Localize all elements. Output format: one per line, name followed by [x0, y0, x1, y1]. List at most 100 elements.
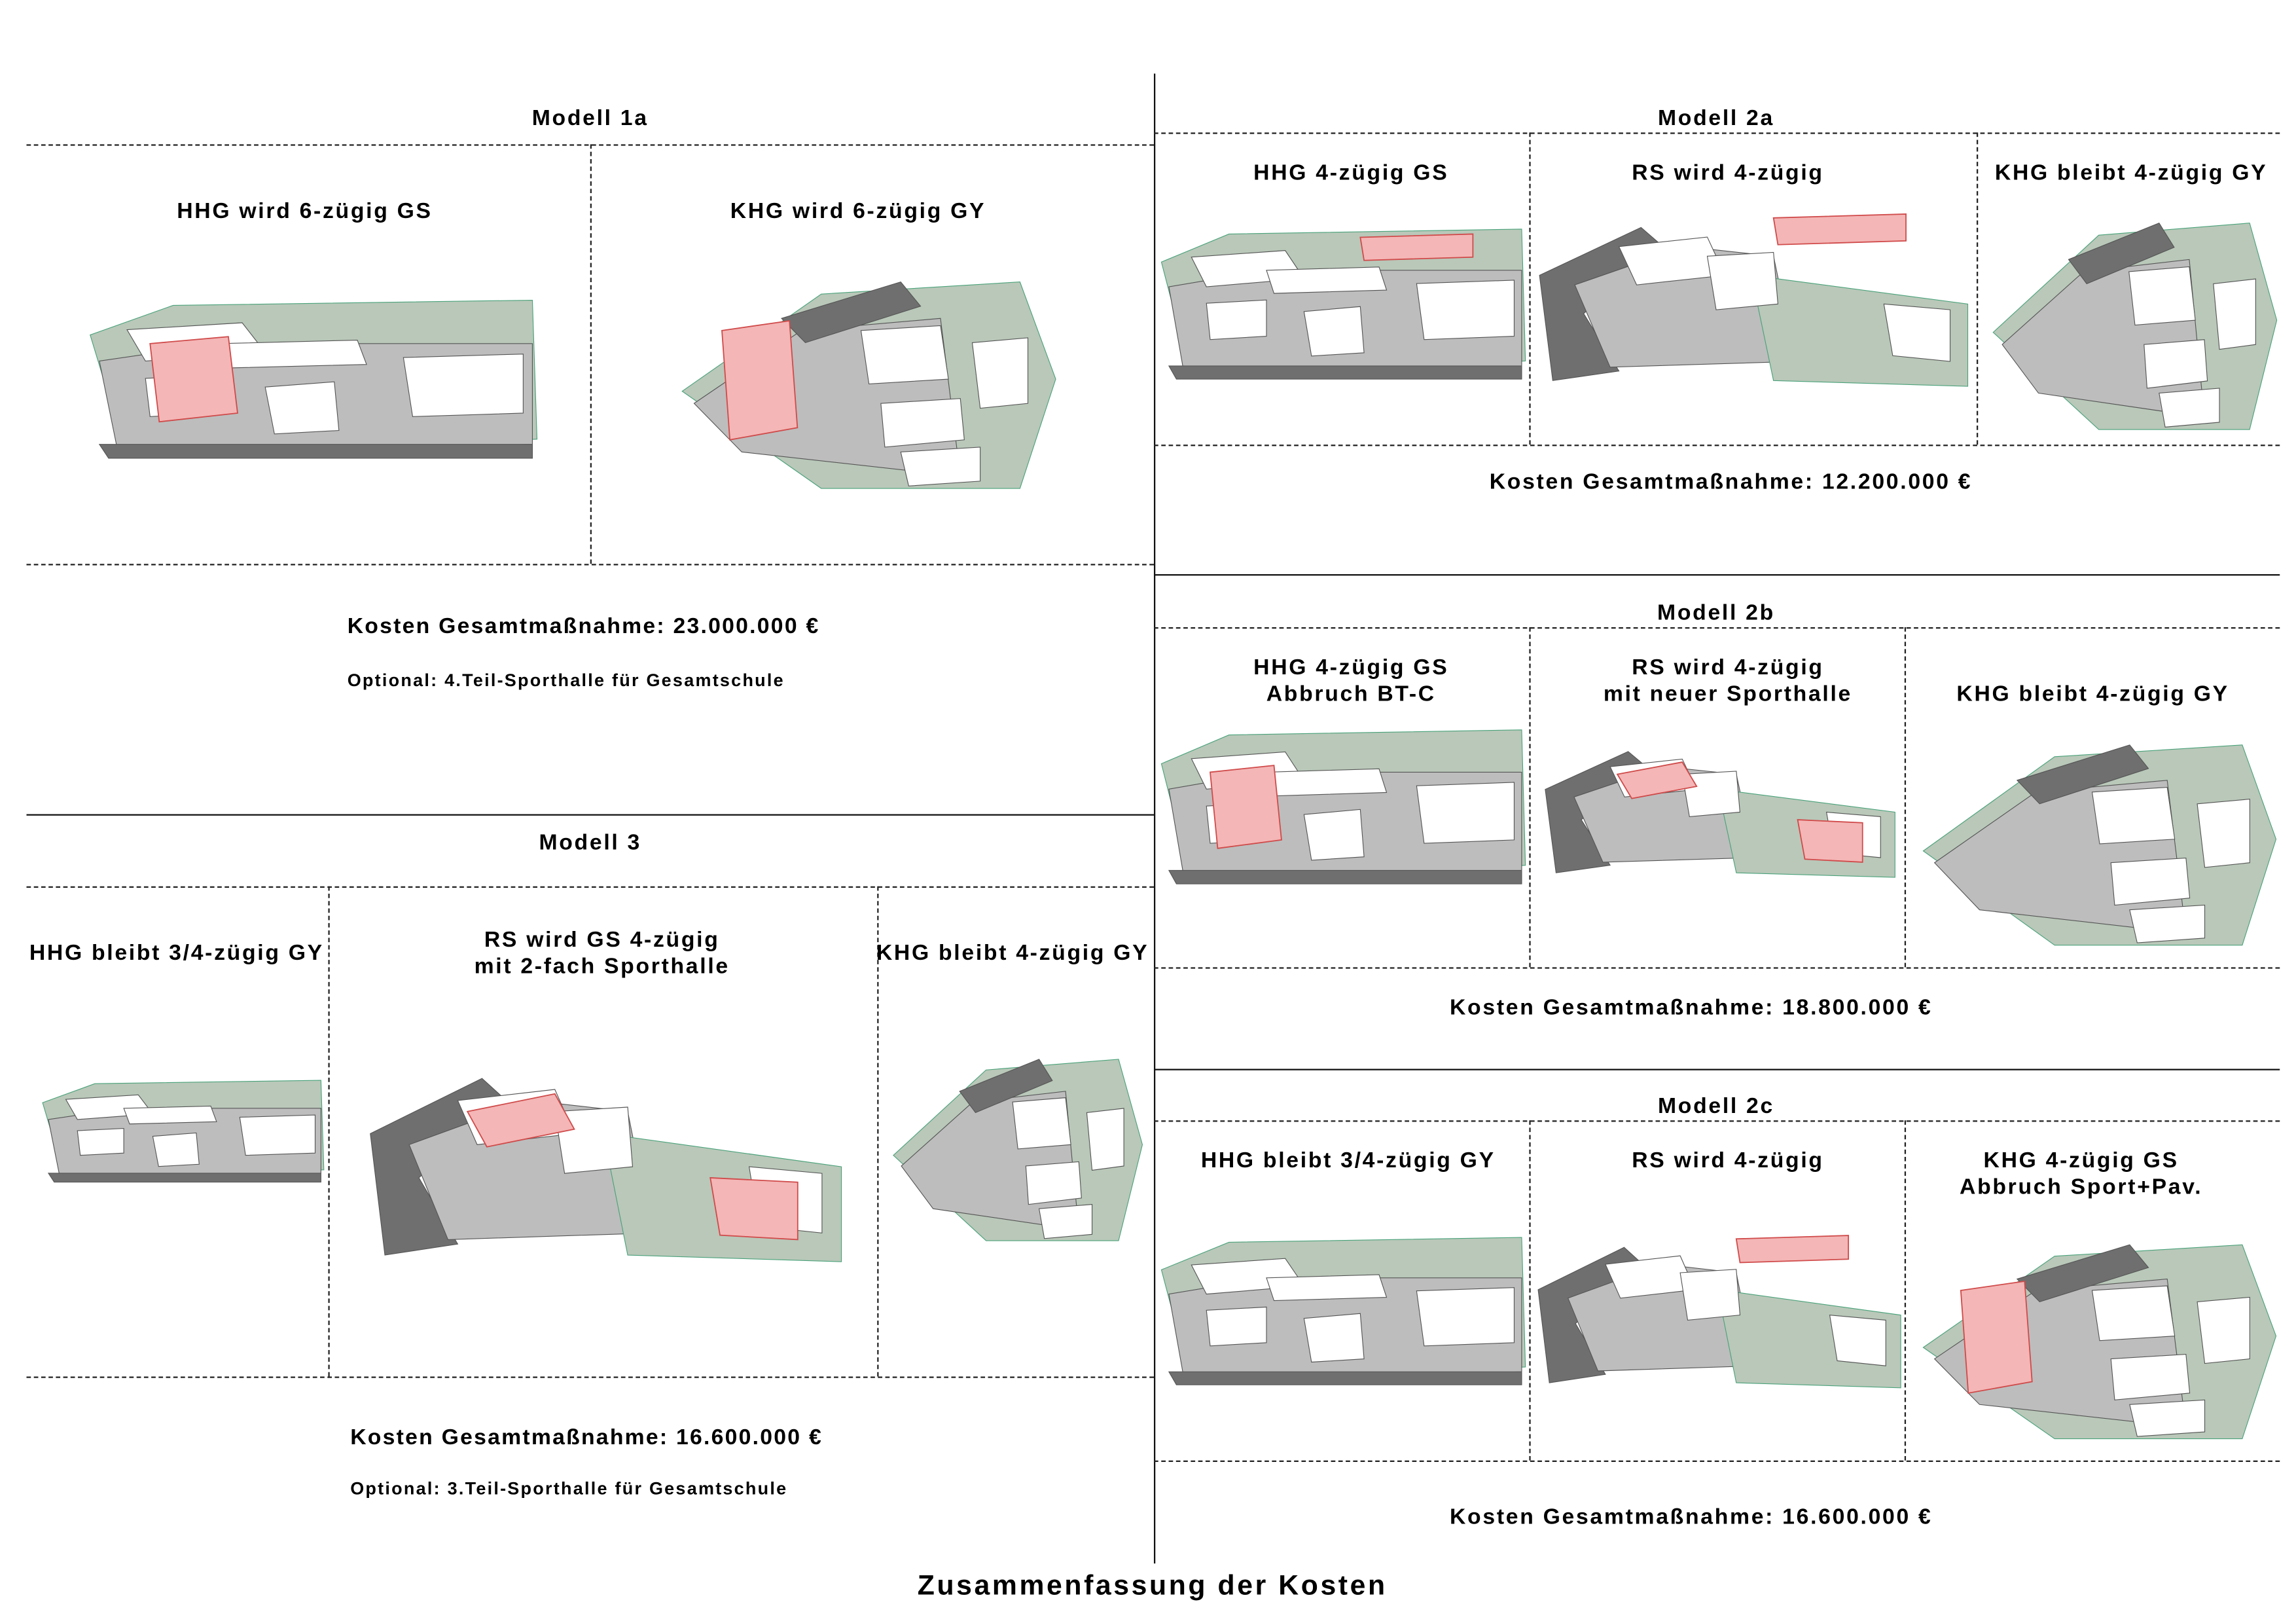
- panel-label: mit neuer Sporthalle: [1603, 682, 1853, 707]
- building-block: [2144, 340, 2208, 388]
- dark-area: [2017, 745, 2149, 804]
- panel-label: RS wird GS 4-zügig: [484, 927, 720, 953]
- building-block: [1680, 1269, 1740, 1321]
- building-block: [2092, 788, 2175, 844]
- panel-label: mit 2-fach Sporthalle: [474, 954, 730, 979]
- building-block: [2197, 1297, 2250, 1363]
- optional-note: Optional: 3.Teil-Sporthalle für Gesamtsc…: [350, 1478, 788, 1499]
- building-block: [1206, 300, 1266, 339]
- new-building-highlight: [710, 1178, 798, 1239]
- new-building-highlight: [1210, 765, 1282, 848]
- cost-total: Kosten Gesamtmaßnahme: 23.000.000 €: [347, 613, 820, 639]
- dark-area: [2017, 1245, 2149, 1302]
- divider: [590, 144, 592, 564]
- site-plan-khg: [1905, 1222, 2280, 1450]
- divider: [1153, 1120, 2280, 1122]
- building-block: [2214, 279, 2256, 350]
- dark-area: [99, 445, 533, 458]
- modell-2c-title: Modell 2c: [1657, 1093, 1774, 1120]
- site-plan-rs: [1538, 729, 1899, 881]
- cost-total: Kosten Gesamtmaßnahme: 18.800.000 €: [1450, 995, 1933, 1021]
- dark-area: [1169, 870, 1522, 884]
- site-plan-rs: [1531, 199, 1973, 390]
- building-block: [1266, 1275, 1386, 1301]
- site-plan-khg: [662, 258, 1060, 501]
- new-building-highlight: [467, 1094, 574, 1147]
- new-building-highlight: [1360, 234, 1473, 260]
- cost-total: Kosten Gesamtmaßnahme: 16.600.000 €: [1450, 1504, 1933, 1530]
- building-block: [265, 382, 339, 434]
- divider: [877, 886, 879, 1377]
- modell-3-title: Modell 3: [539, 830, 641, 856]
- new-building-highlight: [1736, 1235, 1848, 1262]
- new-building-highlight: [150, 337, 238, 422]
- new-building-highlight: [1617, 762, 1696, 799]
- building-block: [403, 354, 523, 417]
- divider: [1153, 1460, 2280, 1462]
- building-block: [1206, 1307, 1266, 1345]
- building-block: [1013, 1098, 1071, 1149]
- building-block: [1026, 1161, 1081, 1204]
- panel-label: HHG wird 6-zügig GS: [177, 198, 433, 224]
- site-plan-hhg: [1154, 1230, 1529, 1391]
- building-block: [240, 1115, 315, 1156]
- cost-total: Kosten Gesamtmaßnahme: 12.200.000 €: [1489, 469, 1973, 495]
- center-divider: [1153, 73, 1156, 1564]
- divider: [1153, 627, 2280, 629]
- panel-label: HHG bleibt 3/4-zügig GY: [1200, 1148, 1496, 1174]
- panel-label: HHG 4-zügig GS: [1253, 160, 1449, 186]
- building-block: [1039, 1205, 1092, 1239]
- ground-area: [1717, 1290, 1901, 1388]
- building-block: [1304, 1313, 1364, 1362]
- panel-label: HHG bleibt 3/4-zügig GY: [29, 940, 324, 966]
- building-block: [1416, 782, 1514, 843]
- panel-label: KHG wird 6-zügig GY: [730, 198, 986, 224]
- building-block: [1682, 771, 1740, 816]
- divider: [1153, 574, 2280, 576]
- building-block: [1266, 267, 1386, 293]
- building-block: [77, 1129, 124, 1156]
- building-block: [1416, 280, 1514, 340]
- building-block: [2111, 858, 2189, 905]
- building-block: [2130, 905, 2205, 943]
- building-block: [555, 1107, 633, 1173]
- site-plan-rs: [1531, 1222, 1905, 1391]
- panel-label: KHG bleibt 4-zügig GY: [1956, 682, 2229, 707]
- building-block: [2129, 266, 2195, 325]
- panel-label: Abbruch Sport+Pav.: [1960, 1175, 2203, 1200]
- modell-2a-title: Modell 2a: [1657, 105, 1774, 132]
- site-plan-khg: [880, 1038, 1145, 1251]
- divider: [1904, 1120, 1907, 1461]
- site-plan-hhg: [1154, 221, 1529, 386]
- divider: [26, 814, 1154, 816]
- panel-label: RS wird 4-zügig: [1632, 1148, 1824, 1174]
- site-plan-hhg: [81, 291, 542, 465]
- divider: [328, 886, 330, 1377]
- optional-note: Optional: 4.Teil-Sporthalle für Gesamtsc…: [347, 670, 785, 691]
- cost-total: Kosten Gesamtmaßnahme: 16.600.000 €: [350, 1425, 823, 1450]
- new-building-highlight: [1774, 214, 1906, 245]
- divider: [1977, 132, 1979, 445]
- building-block: [1304, 809, 1364, 860]
- divider: [1153, 1068, 2280, 1070]
- building-block: [1830, 1315, 1886, 1366]
- divider: [1529, 1120, 1531, 1461]
- building-block: [1416, 1288, 1514, 1346]
- dark-area: [1169, 1372, 1522, 1385]
- divider: [1904, 627, 1907, 968]
- building-block: [1707, 252, 1778, 310]
- panel-label: RS wird 4-zügig: [1632, 655, 1824, 680]
- panel-label: KHG bleibt 4-zügig GY: [1994, 160, 2268, 186]
- new-building-highlight: [1961, 1281, 2032, 1393]
- divider: [26, 564, 1154, 566]
- panel-label: Abbruch BT-C: [1266, 682, 1436, 707]
- dark-area: [781, 282, 921, 343]
- site-plan-hhg: [37, 1075, 327, 1187]
- divider: [1153, 445, 2280, 447]
- site-plan-rs: [361, 1046, 846, 1266]
- dark-area: [48, 1173, 321, 1182]
- site-plan-khg: [1905, 721, 2280, 957]
- building-block: [2197, 799, 2250, 867]
- footer-title: Zusammenfassung der Kosten: [917, 1571, 1388, 1602]
